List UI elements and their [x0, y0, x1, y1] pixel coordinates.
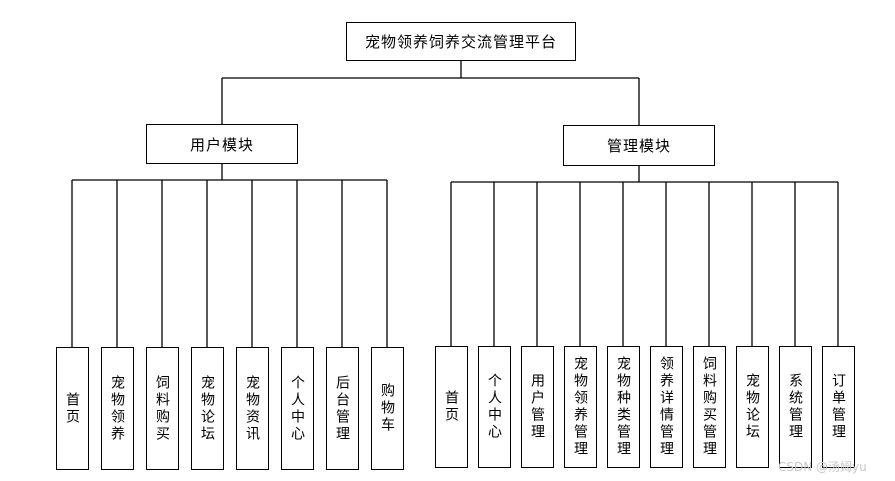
admin-child-label: 宠物种类管理: [615, 356, 631, 458]
admin-module-label: 管理模块: [606, 137, 671, 155]
user-child-label: 宠物论坛: [199, 374, 215, 443]
user-child-node: 首页: [55, 347, 89, 470]
user-child-node: 后台管理: [325, 347, 359, 470]
admin-child-label: 系统管理: [787, 373, 803, 441]
user-child-label: 后台管理: [334, 374, 350, 443]
admin-child-label: 宠物论坛: [744, 373, 760, 441]
admin-child-node: 用户管理: [520, 346, 554, 468]
watermark-text: CSDN @汤姆yu: [778, 460, 867, 474]
user-child-label: 首页: [64, 391, 80, 426]
admin-child-label: 领养详情管理: [658, 356, 674, 458]
user-child-node: 宠物论坛: [190, 347, 224, 470]
user-child-label: 个人中心: [289, 374, 305, 443]
user-child-label: 宠物资讯: [244, 374, 260, 443]
admin-child-label: 订单管理: [830, 373, 846, 441]
admin-child-label: 用户管理: [529, 373, 545, 441]
admin-child-node: 订单管理: [821, 346, 855, 468]
user-child-label: 宠物领养: [109, 374, 125, 443]
root-node: 宠物领养饲养交流管理平台: [346, 22, 576, 61]
admin-child-node: 领养详情管理: [649, 346, 683, 468]
admin-child-node: 宠物领养管理: [563, 346, 597, 468]
user-child-node: 购物车: [370, 347, 404, 470]
user-child-node: 饲料购买: [145, 347, 179, 470]
admin-child-label: 饲料购买管理: [701, 356, 717, 458]
user-child-label: 购物车: [379, 383, 395, 434]
admin-module-node: 管理模块: [563, 125, 715, 166]
root-node-label: 宠物领养饲养交流管理平台: [364, 33, 557, 51]
admin-child-node: 系统管理: [778, 346, 812, 468]
admin-child-node: 首页: [434, 346, 468, 468]
user-child-label: 饲料购买: [154, 374, 170, 443]
user-child-node: 宠物资讯: [235, 347, 269, 470]
admin-child-node: 宠物论坛: [735, 346, 769, 468]
admin-child-node: 个人中心: [477, 346, 511, 468]
user-module-node: 用户模块: [146, 124, 298, 164]
user-module-label: 用户模块: [189, 135, 254, 154]
admin-child-label: 首页: [443, 390, 459, 424]
admin-child-node: 饲料购买管理: [692, 346, 726, 468]
admin-child-node: 宠物种类管理: [606, 346, 640, 468]
user-child-node: 个人中心: [280, 347, 314, 470]
user-child-node: 宠物领养: [100, 347, 134, 470]
admin-child-label: 宠物领养管理: [572, 356, 588, 458]
admin-child-label: 个人中心: [486, 373, 502, 441]
